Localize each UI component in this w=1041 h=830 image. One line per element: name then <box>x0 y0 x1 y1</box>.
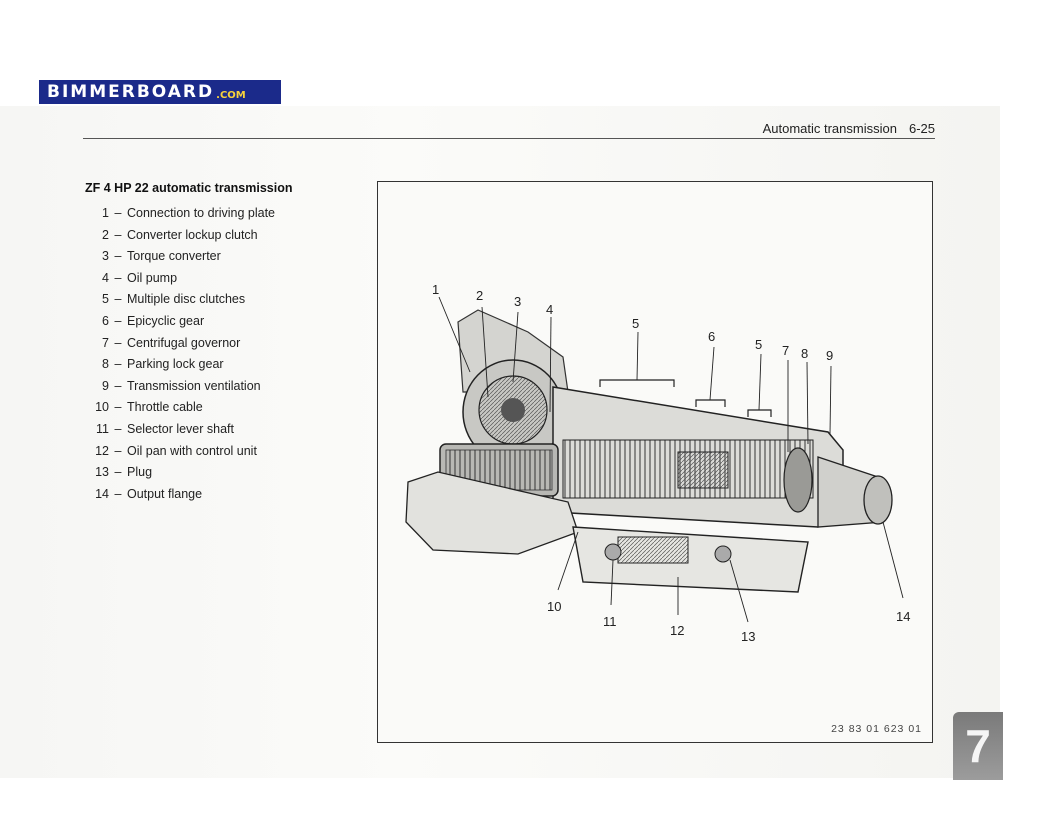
callout-5: 5 <box>632 316 640 331</box>
legend-item: 4–Oil pump <box>85 268 275 290</box>
running-head: Automatic transmission 6-25 <box>763 121 935 136</box>
callout-8: 8 <box>801 346 809 361</box>
logo-wordmark: BIMMERBOARD <box>47 81 215 102</box>
legend-item-label: Throttle cable <box>127 400 203 415</box>
legend-item: 2–Converter lockup clutch <box>85 225 275 247</box>
legend-item: 3–Torque converter <box>85 246 275 268</box>
callout-3: 3 <box>514 294 522 309</box>
legend-item: 14–Output flange <box>85 484 275 506</box>
callout-6: 6 <box>708 329 716 344</box>
logo-tld: .COM <box>216 89 246 101</box>
callout-1: 1 <box>432 282 440 297</box>
callout-12: 12 <box>670 623 685 638</box>
legend-item: 6–Epicyclic gear <box>85 311 275 333</box>
callout-9: 9 <box>826 348 834 363</box>
transmission-cutaway-drawing <box>405 296 904 623</box>
chapter-tab: 7 <box>953 712 1003 780</box>
legend-item: 12–Oil pan with control unit <box>85 441 275 463</box>
page-number: 6-25 <box>908 121 935 136</box>
legend-item: 9–Transmission ventilation <box>85 376 275 398</box>
legend-item: 8–Parking lock gear <box>85 354 275 376</box>
legend-item: 11–Selector lever shaft <box>85 419 275 441</box>
callout-7: 7 <box>782 343 790 358</box>
legend-item-label: Plug <box>127 465 153 480</box>
callout-14: 14 <box>896 609 911 624</box>
legend-item-label: Oil pump <box>127 270 178 285</box>
legend-item-label: Oil pan with control unit <box>127 443 257 458</box>
legend-item-label: Torque converter <box>127 249 221 264</box>
callout-2: 2 <box>476 288 484 303</box>
legend-item-label: Centrifugal governor <box>127 335 241 350</box>
callout-11: 11 <box>603 614 617 629</box>
legend-title: ZF 4 HP 22 automatic transmission <box>85 181 293 195</box>
figure-reference: 23 83 01 623 01 <box>831 723 922 735</box>
legend-item-label: Selector lever shaft <box>127 421 234 436</box>
callout-13: 13 <box>741 629 756 644</box>
legend-item-label: Multiple disc clutches <box>127 292 246 307</box>
header-rule <box>83 138 935 139</box>
section-title: Automatic transmission <box>762 121 897 136</box>
callout-10: 10 <box>547 599 562 614</box>
legend-item: 1–Connection to driving plate <box>85 203 275 225</box>
chapter-number: 7 <box>965 720 991 772</box>
callout-4: 4 <box>546 302 554 317</box>
parts-legend: 1–Connection to driving plate 2–Converte… <box>85 203 275 505</box>
transmission-figure: 1 2 3 4 5 6 5 7 8 9 10 11 12 13 14 23 83… <box>377 181 933 743</box>
bimmerboard-logo[interactable]: BIMMERBOARD .COM <box>39 80 281 104</box>
legend-item: 10–Throttle cable <box>85 397 275 419</box>
legend-item-label: Connection to driving plate <box>127 206 276 220</box>
legend-item-label: Epicyclic gear <box>127 313 205 328</box>
legend-item: 7–Centrifugal governor <box>85 333 275 355</box>
legend-item-label: Converter lockup clutch <box>127 227 258 242</box>
legend-item: 5–Multiple disc clutches <box>85 289 275 311</box>
legend-item-label: Parking lock gear <box>127 357 224 372</box>
callout-5b: 5 <box>755 337 763 352</box>
legend-item: 13–Plug <box>85 462 275 484</box>
legend-item-label: Output flange <box>127 486 203 501</box>
legend-item-label: Transmission ventilation <box>127 378 261 393</box>
